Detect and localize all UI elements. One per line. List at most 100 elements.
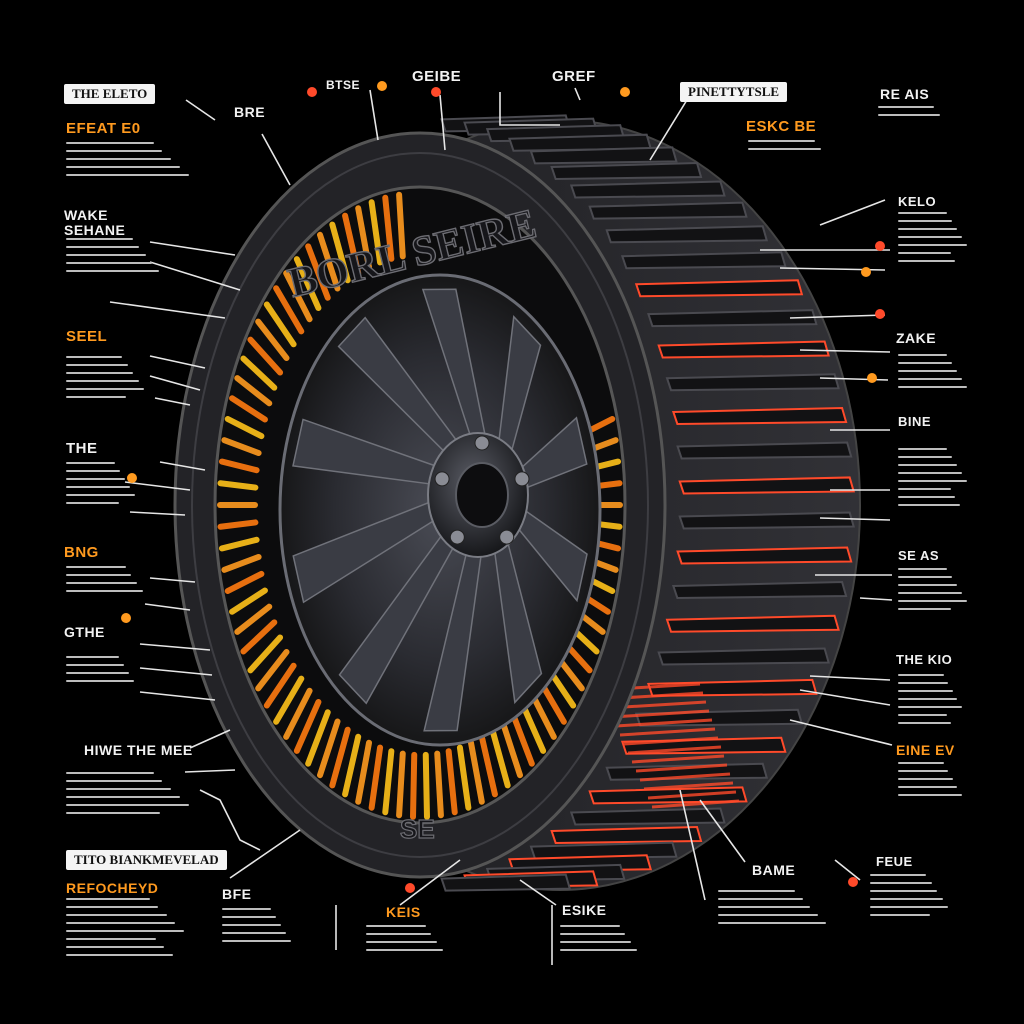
band-streak bbox=[396, 750, 406, 819]
tread-lug bbox=[569, 180, 726, 199]
tread-lug bbox=[620, 251, 787, 270]
leader-line bbox=[369, 89, 379, 141]
callout-dot bbox=[127, 473, 137, 483]
leader-line bbox=[789, 719, 893, 746]
band-streak bbox=[499, 718, 523, 779]
band-streak bbox=[305, 709, 331, 767]
band-streak bbox=[355, 205, 373, 271]
band-streak bbox=[221, 437, 262, 457]
fine-print-block bbox=[898, 448, 968, 512]
leader-line bbox=[519, 879, 557, 906]
band-streak bbox=[247, 634, 284, 674]
tread-lug bbox=[550, 825, 703, 844]
band-streak bbox=[467, 739, 485, 805]
tread-accent bbox=[651, 799, 740, 809]
band-streak bbox=[283, 687, 313, 740]
label-left-4: THE bbox=[66, 440, 98, 457]
banner-top-left: THE ELETO bbox=[64, 84, 156, 104]
leader-line bbox=[149, 261, 241, 291]
tread-accent bbox=[643, 781, 734, 791]
tread-accent bbox=[635, 763, 728, 773]
label-left-3: SEEL bbox=[66, 328, 108, 345]
callout-dot bbox=[861, 267, 871, 277]
band-streak bbox=[255, 318, 290, 362]
band-streak bbox=[382, 748, 395, 816]
band-streak bbox=[478, 733, 498, 798]
band-streak bbox=[342, 212, 362, 277]
callout-dot bbox=[405, 883, 415, 893]
label-left-8: REFOCHEYD bbox=[66, 880, 159, 896]
lug-nuts bbox=[434, 435, 530, 545]
rim-spokes bbox=[292, 288, 588, 732]
leader-line bbox=[149, 241, 236, 256]
fine-print-block bbox=[222, 908, 292, 948]
fine-print-block bbox=[66, 566, 151, 598]
label-top-3: BTSE bbox=[326, 78, 361, 92]
tread-lug bbox=[657, 340, 830, 359]
label-top-1: BRE bbox=[234, 104, 266, 120]
leader-line bbox=[139, 667, 213, 676]
leader-line bbox=[149, 355, 206, 369]
label-right-8: EINE EV bbox=[896, 742, 955, 758]
band-streak bbox=[273, 285, 305, 335]
fine-print-block bbox=[870, 874, 950, 922]
tread-accent bbox=[623, 736, 719, 746]
label-top-2: GEIBE bbox=[412, 68, 462, 85]
banner-bottom-left: TITO BIANKMEVELAD bbox=[66, 850, 227, 870]
leader-line bbox=[139, 643, 211, 651]
leader-line bbox=[159, 461, 206, 471]
leader-line bbox=[109, 301, 226, 319]
fine-print-block bbox=[66, 772, 191, 820]
leader-line bbox=[185, 99, 216, 121]
tread-lug bbox=[678, 511, 856, 530]
leader-line bbox=[859, 597, 893, 601]
tread-lugs bbox=[440, 114, 856, 892]
label-right-1: RE AIS bbox=[880, 86, 930, 102]
sidewall-code-text: SE bbox=[400, 814, 435, 844]
tread-lug bbox=[569, 807, 726, 826]
callout-dot bbox=[431, 87, 441, 97]
tread-lug bbox=[676, 546, 853, 565]
tread-lug bbox=[529, 146, 678, 165]
leader-line bbox=[789, 314, 886, 319]
fine-print-block bbox=[748, 140, 843, 156]
band-streak bbox=[293, 256, 322, 311]
band-streak bbox=[224, 416, 265, 440]
fine-print-block bbox=[718, 890, 828, 930]
fine-print-block bbox=[878, 106, 958, 122]
tread-lug bbox=[657, 647, 830, 666]
tread-lug bbox=[676, 441, 853, 460]
leader-line bbox=[261, 133, 291, 186]
band-streak bbox=[218, 536, 260, 552]
fine-print-block bbox=[66, 356, 146, 404]
band-streak bbox=[217, 480, 259, 491]
leader-line bbox=[679, 789, 706, 901]
label-right-3: KELO bbox=[898, 194, 937, 209]
band-streak bbox=[329, 221, 351, 284]
lug-nut bbox=[449, 529, 465, 545]
fine-print-block bbox=[66, 142, 191, 182]
label-right-6: SE AS bbox=[898, 548, 940, 563]
tread-lug bbox=[665, 614, 840, 633]
band-streak bbox=[329, 726, 351, 789]
tread-lug bbox=[634, 279, 804, 298]
lug-nut bbox=[434, 471, 450, 487]
band-streak bbox=[456, 744, 472, 811]
tread-lug bbox=[588, 201, 748, 220]
band-streak bbox=[234, 375, 273, 407]
tread-accent bbox=[611, 709, 710, 719]
leader-line bbox=[129, 511, 186, 516]
band-streak bbox=[422, 751, 430, 820]
leader-lines bbox=[109, 87, 893, 965]
band-streak bbox=[283, 270, 313, 323]
band-streak bbox=[224, 570, 265, 594]
leader-line bbox=[574, 87, 581, 101]
callout-dot bbox=[875, 241, 885, 251]
band-streak bbox=[240, 619, 278, 655]
label-bottom-4: BAME bbox=[752, 862, 796, 878]
label-top-4: GREF bbox=[552, 68, 596, 85]
tread-accent bbox=[627, 745, 722, 755]
tread-lug bbox=[678, 476, 856, 495]
band-streak bbox=[434, 750, 444, 819]
fine-print-block bbox=[898, 354, 968, 394]
